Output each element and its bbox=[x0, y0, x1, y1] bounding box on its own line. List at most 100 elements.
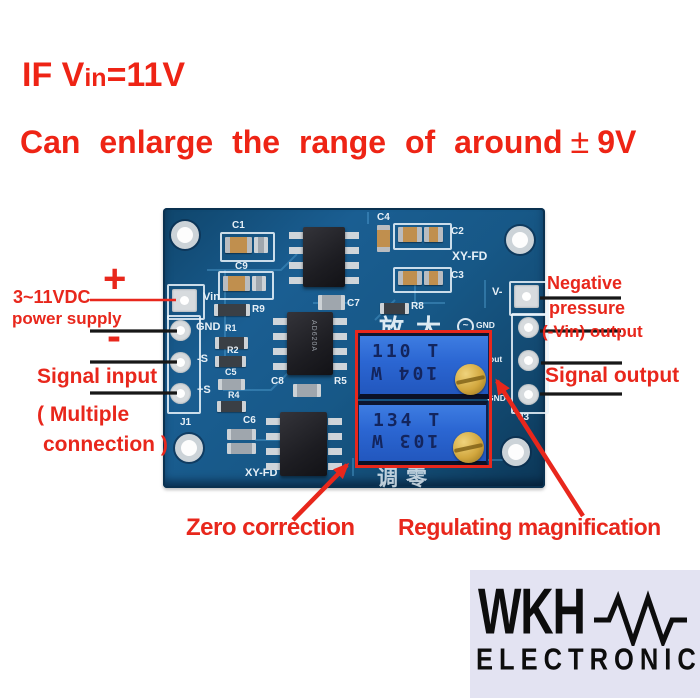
cap-c4 bbox=[377, 225, 390, 252]
pad-label-vminus: V- bbox=[492, 286, 503, 298]
cap-c6a bbox=[227, 429, 256, 440]
comp-label-c9: C9 bbox=[235, 261, 248, 272]
model-label-bottom: XY-FD bbox=[245, 467, 278, 479]
cap-c1 bbox=[225, 237, 252, 253]
vin-pad-outline bbox=[167, 284, 205, 320]
pad-label-vout: Vout bbox=[484, 354, 503, 364]
annotation-multiple: ( Multiple bbox=[37, 403, 130, 426]
trimmer-top-marking1: 110 T bbox=[372, 341, 442, 362]
annotation-connection: connection ) bbox=[43, 433, 168, 456]
plus-minus-symbol: ± bbox=[570, 123, 590, 161]
title-subscript: in bbox=[84, 64, 107, 92]
comp-label-r8: R8 bbox=[411, 301, 424, 312]
gold-screw bbox=[453, 432, 484, 463]
res-r8 bbox=[380, 303, 409, 314]
pad-gnd-left bbox=[169, 319, 191, 341]
ic-ad620a-label: AD620A bbox=[310, 320, 317, 353]
pad-label-minus-s: -S bbox=[197, 353, 208, 365]
pad-plus-s bbox=[169, 382, 191, 404]
ic-pins bbox=[266, 418, 280, 471]
pad-vminus bbox=[514, 285, 539, 308]
ic-pins bbox=[328, 418, 342, 471]
ic-top bbox=[303, 227, 345, 287]
annotation-minus: - bbox=[107, 312, 121, 359]
logo-brand: WKH bbox=[478, 573, 586, 648]
ic-pins bbox=[333, 318, 347, 371]
left-connector-outline bbox=[167, 315, 201, 414]
annotation-power-supply: power supply bbox=[12, 309, 122, 328]
logo-sub: ELECTRONIC bbox=[476, 643, 700, 677]
pad-gnd-right-bottom bbox=[517, 383, 539, 405]
pad-label-vin: Vin bbox=[203, 291, 220, 303]
cap-c3-outline bbox=[393, 267, 452, 293]
comp-label-c8: C8 bbox=[271, 376, 284, 387]
mounting-hole bbox=[506, 226, 534, 254]
pad-vin bbox=[172, 289, 197, 312]
comp-label-r5: R5 bbox=[334, 376, 347, 387]
title-part3: =11V bbox=[106, 56, 186, 94]
comp-label-c4: C4 bbox=[377, 212, 390, 223]
cap-c1-outline bbox=[220, 232, 275, 262]
mounting-hole bbox=[502, 438, 530, 466]
connector-label-j1: J1 bbox=[180, 417, 192, 428]
cap-c9-outline bbox=[218, 271, 274, 300]
title-range-value: 9V bbox=[597, 124, 637, 160]
comp-label-c1: C1 bbox=[232, 220, 245, 231]
annotation-signal-input: Signal input bbox=[37, 365, 158, 388]
cap-c8 bbox=[293, 384, 321, 397]
pad-minus-s bbox=[169, 351, 191, 373]
title-part1: IF V bbox=[22, 56, 85, 94]
model-label-top: XY-FD bbox=[452, 249, 488, 263]
cap-c3b bbox=[424, 271, 443, 285]
trimmer-regulating: 110 T 104 W bbox=[358, 332, 490, 399]
resistor-symbol-icon bbox=[594, 590, 687, 646]
comp-label-c2: C2 bbox=[451, 226, 464, 237]
gold-screw bbox=[455, 364, 486, 395]
cap-c3 bbox=[398, 271, 422, 285]
annotation-negative: Negative bbox=[547, 273, 623, 293]
ic-pins bbox=[273, 318, 287, 371]
comp-label-r1: R1 bbox=[225, 323, 237, 333]
pad-gnd-right-top bbox=[517, 316, 539, 338]
silkscreen-zero-text: 调零 bbox=[377, 467, 435, 490]
mounting-hole bbox=[171, 221, 199, 249]
annotation-pressure: pressure bbox=[549, 298, 626, 318]
annotation-regulating: Regulating magnification bbox=[398, 514, 661, 540]
comp-label-r4: R4 bbox=[228, 390, 240, 400]
ic-pins bbox=[345, 232, 359, 285]
pad-vout bbox=[517, 349, 539, 371]
ic-pins bbox=[289, 232, 303, 285]
cap-c5 bbox=[218, 379, 245, 390]
res-r9 bbox=[214, 304, 250, 316]
cap-c2-outline bbox=[393, 223, 452, 250]
comp-label-c7: C7 bbox=[347, 298, 360, 309]
connector-label-j3: J3 bbox=[518, 412, 530, 423]
res-r1 bbox=[215, 337, 248, 349]
res-r4 bbox=[217, 401, 246, 412]
mounting-hole bbox=[175, 434, 203, 462]
cap-c1b bbox=[254, 237, 268, 253]
title-range-text: Can enlarge the range of around bbox=[20, 124, 563, 160]
comp-label-r2: R2 bbox=[227, 345, 239, 355]
cap-c2b bbox=[424, 227, 443, 242]
ic-bottom bbox=[280, 412, 327, 476]
pad-label-gnd-right: GND bbox=[476, 320, 495, 330]
brand-logo: WKH ELECTRONIC bbox=[470, 570, 700, 698]
red-annotation-box bbox=[355, 330, 492, 468]
title-range: Can enlarge the range of around±9V bbox=[20, 123, 636, 162]
trimmer-zero: 134 T 103 W bbox=[357, 401, 488, 466]
trimmer-bottom-marking1: 134 T bbox=[373, 410, 443, 431]
annotation-vin-output: (-Vin) output bbox=[542, 322, 643, 341]
annotation-power-voltage: 3~11VDC bbox=[13, 287, 91, 307]
cap-c6b bbox=[227, 443, 256, 454]
pad-label-plus-s: +S bbox=[197, 384, 211, 396]
annotation-zero-correction: Zero correction bbox=[186, 514, 355, 541]
title-condition: IF Vin=11V bbox=[22, 56, 185, 95]
annotation-signal-output: Signal output bbox=[545, 364, 680, 387]
annotation-plus: + bbox=[103, 257, 127, 301]
pcb-board: Vin GND -S +S J1 V- GND Vout GND J3 XY-F… bbox=[163, 208, 549, 490]
res-r2 bbox=[215, 356, 246, 367]
comp-label-c3: C3 bbox=[451, 270, 464, 281]
comp-label-c5: C5 bbox=[225, 367, 237, 377]
